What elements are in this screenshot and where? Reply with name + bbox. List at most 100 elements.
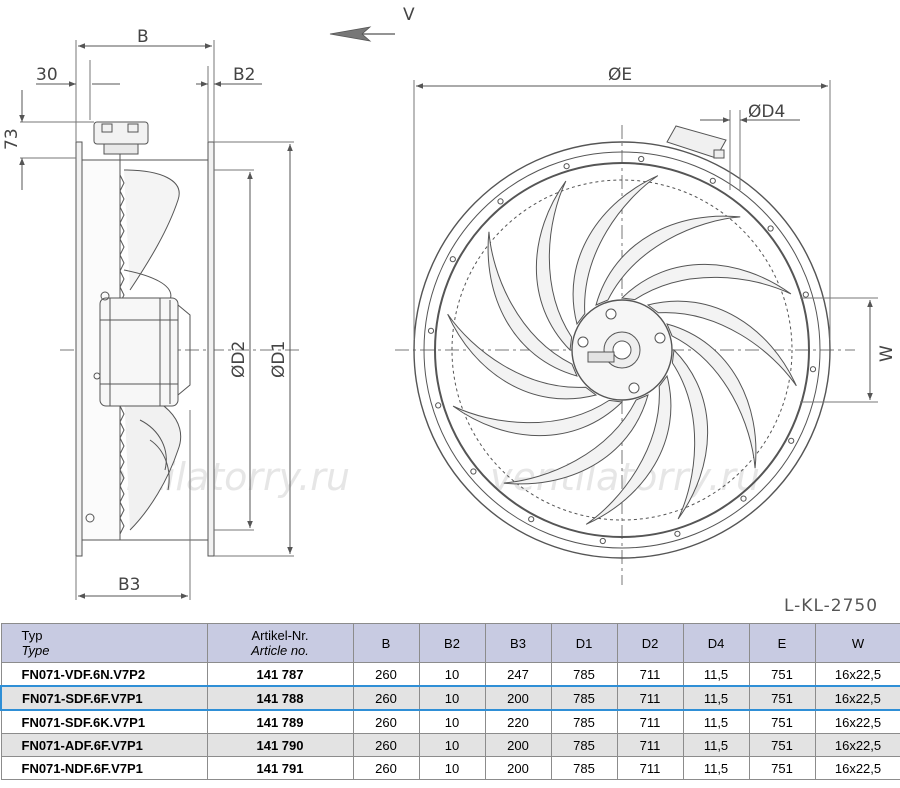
cell-typ: FN071-NDF.6F.V7P1 (0, 756, 208, 780)
col-header-article: Artikel-Nr.Article no. (206, 623, 354, 663)
impeller-blade (646, 300, 797, 387)
cell-value: 16x22,5 (814, 685, 900, 711)
mounting-holes (427, 155, 817, 545)
cell-value: 260 (352, 685, 420, 711)
cell-value: 200 (484, 685, 552, 711)
mounting-hole (427, 327, 435, 334)
cell-article: 141 790 (206, 733, 354, 757)
impeller-blade (503, 394, 649, 485)
impeller-blade (666, 323, 757, 469)
cell-value: 751 (748, 733, 816, 757)
technical-drawing: ventilatorry.ru ventilatorry.ru V (2, 5, 897, 600)
front-view (395, 80, 878, 585)
dim-b: B (137, 27, 149, 47)
cell-value: 10 (418, 733, 486, 757)
cell-value: 711 (616, 756, 684, 780)
dim-73: 73 (2, 128, 22, 150)
impeller-blades (447, 175, 797, 525)
cell-value: 11,5 (682, 662, 750, 687)
col-header-d2: D2 (616, 623, 684, 663)
mounting-hole (470, 468, 477, 475)
dim-w: W (877, 345, 897, 362)
mounting-hole (449, 256, 456, 263)
dim-30: 30 (36, 65, 58, 85)
mounting-hole (638, 155, 645, 163)
cell-article: 141 789 (206, 709, 354, 734)
cell-value: 16x22,5 (814, 709, 900, 734)
impeller-blade (585, 374, 672, 525)
cell-value: 785 (550, 756, 618, 780)
cell-value: 751 (748, 685, 816, 711)
cell-value: 260 (352, 709, 420, 734)
cell-typ: FN071-SDF.6F.V7P1 (0, 685, 208, 711)
col-header-d1: D1 (550, 623, 618, 663)
cell-value: 10 (418, 756, 486, 780)
mounting-hole (709, 177, 716, 184)
cell-value: 16x22,5 (814, 733, 900, 757)
cell-value: 220 (484, 709, 552, 734)
cell-value: 11,5 (682, 685, 750, 711)
cell-value: 11,5 (682, 756, 750, 780)
cell-value: 785 (550, 733, 618, 757)
cell-value: 711 (616, 662, 684, 687)
mounting-hole (497, 198, 504, 205)
col-header-e: E (748, 623, 816, 663)
drawing-code: L-KL-2750 (784, 596, 879, 616)
mounting-hole (767, 225, 774, 232)
col-header-b: B (352, 623, 420, 663)
cell-article: 141 791 (206, 756, 354, 780)
cell-value: 10 (418, 709, 486, 734)
impeller-blade (487, 231, 578, 377)
mounting-hole (599, 537, 606, 545)
cell-value: 16x22,5 (814, 756, 900, 780)
cell-value: 711 (616, 709, 684, 734)
dim-d2: ØD2 (229, 341, 249, 378)
col-header-b3: B3 (484, 623, 552, 663)
cell-value: 785 (550, 662, 618, 687)
mounting-hole (563, 163, 570, 170)
mounting-hole (674, 530, 681, 537)
impeller-blade (447, 313, 598, 400)
cell-value: 260 (352, 662, 420, 687)
dim-b2: B2 (233, 65, 255, 85)
cell-value: 11,5 (682, 709, 750, 734)
cell-typ: FN071-SDF.6K.V7P1 (0, 709, 208, 734)
dim-b3: B3 (118, 575, 140, 595)
cell-value: 260 (352, 733, 420, 757)
impeller-blade (572, 175, 659, 326)
col-header-b2: B2 (418, 623, 486, 663)
cell-value: 200 (484, 756, 552, 780)
cell-value: 751 (748, 662, 816, 687)
airflow-arrow (329, 26, 395, 42)
dim-d1: ØD1 (269, 341, 289, 378)
col-header-w: W (814, 623, 900, 663)
impeller-blade (452, 399, 624, 437)
cell-article: 141 788 (206, 685, 354, 711)
cell-value: 260 (352, 756, 420, 780)
impeller-blade (671, 348, 709, 520)
col-header-d4: D4 (682, 623, 750, 663)
impeller-blade (620, 263, 792, 301)
mounting-hole (809, 366, 817, 373)
impeller-blade (595, 215, 741, 306)
mounting-hole (802, 291, 809, 298)
airflow-label: V (403, 5, 415, 25)
cell-typ: FN071-ADF.6F.V7P1 (0, 733, 208, 757)
mounting-hole (788, 437, 795, 444)
side-view (19, 40, 300, 600)
impeller-blade (535, 180, 573, 352)
cell-value: 785 (550, 709, 618, 734)
cell-typ: FN071-VDF.6N.V7P2 (0, 662, 208, 687)
cell-value: 10 (418, 685, 486, 711)
cell-value: 200 (484, 733, 552, 757)
mounting-hole (740, 495, 747, 502)
cell-value: 751 (748, 709, 816, 734)
